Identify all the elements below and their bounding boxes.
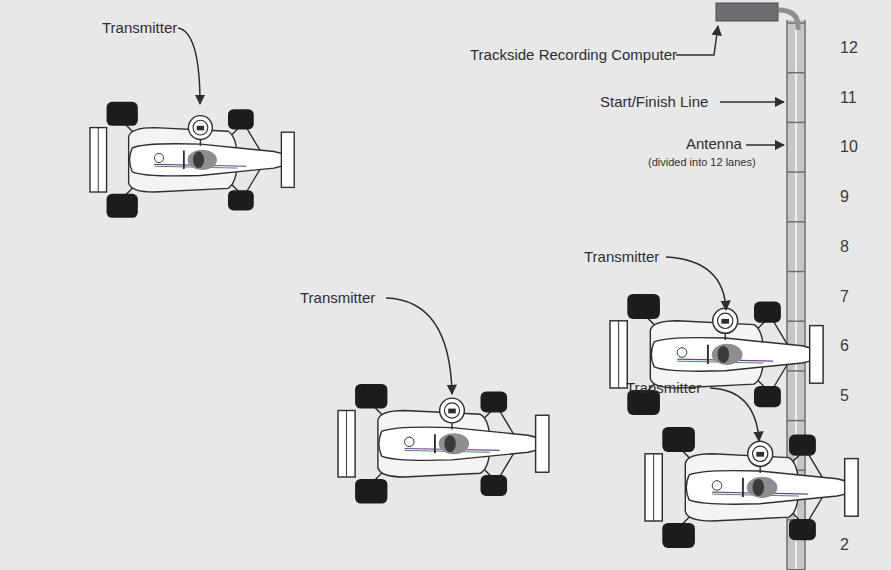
transmitter-label: Transmitter [584,249,659,266]
computer-label: Trackside Recording Computer [470,47,677,64]
antenna-lane-divider [787,320,805,322]
lane-number: 9 [840,188,849,206]
transmitter-label: Transmitter [102,20,177,37]
antenna-lane-divider [787,420,805,422]
antenna-lane-divider [787,370,805,372]
antenna-lane-divider [787,569,805,570]
antenna-lane-divider [787,271,805,273]
lane-number: 12 [840,39,858,57]
antenna-lane-divider [787,171,805,173]
lane-number: 2 [840,536,849,554]
lane-number: 5 [840,387,849,405]
antenna-lane-divider [787,122,805,124]
lane-number: 6 [840,337,849,355]
transmitter-label: Transmitter [626,380,701,397]
antenna-label: Antenna [686,136,742,153]
antenna-lane-divider [787,72,805,74]
lane-number: 11 [840,89,857,107]
finish-line-label: Start/Finish Line [600,94,708,111]
lane-number: 10 [840,138,858,156]
lane-number: 7 [840,288,849,306]
transmitter-label: Transmitter [300,290,375,307]
antenna-note: (divided into 12 lanes) [648,156,756,168]
antenna-lane-divider [787,221,805,223]
lane-number: 8 [840,238,849,256]
